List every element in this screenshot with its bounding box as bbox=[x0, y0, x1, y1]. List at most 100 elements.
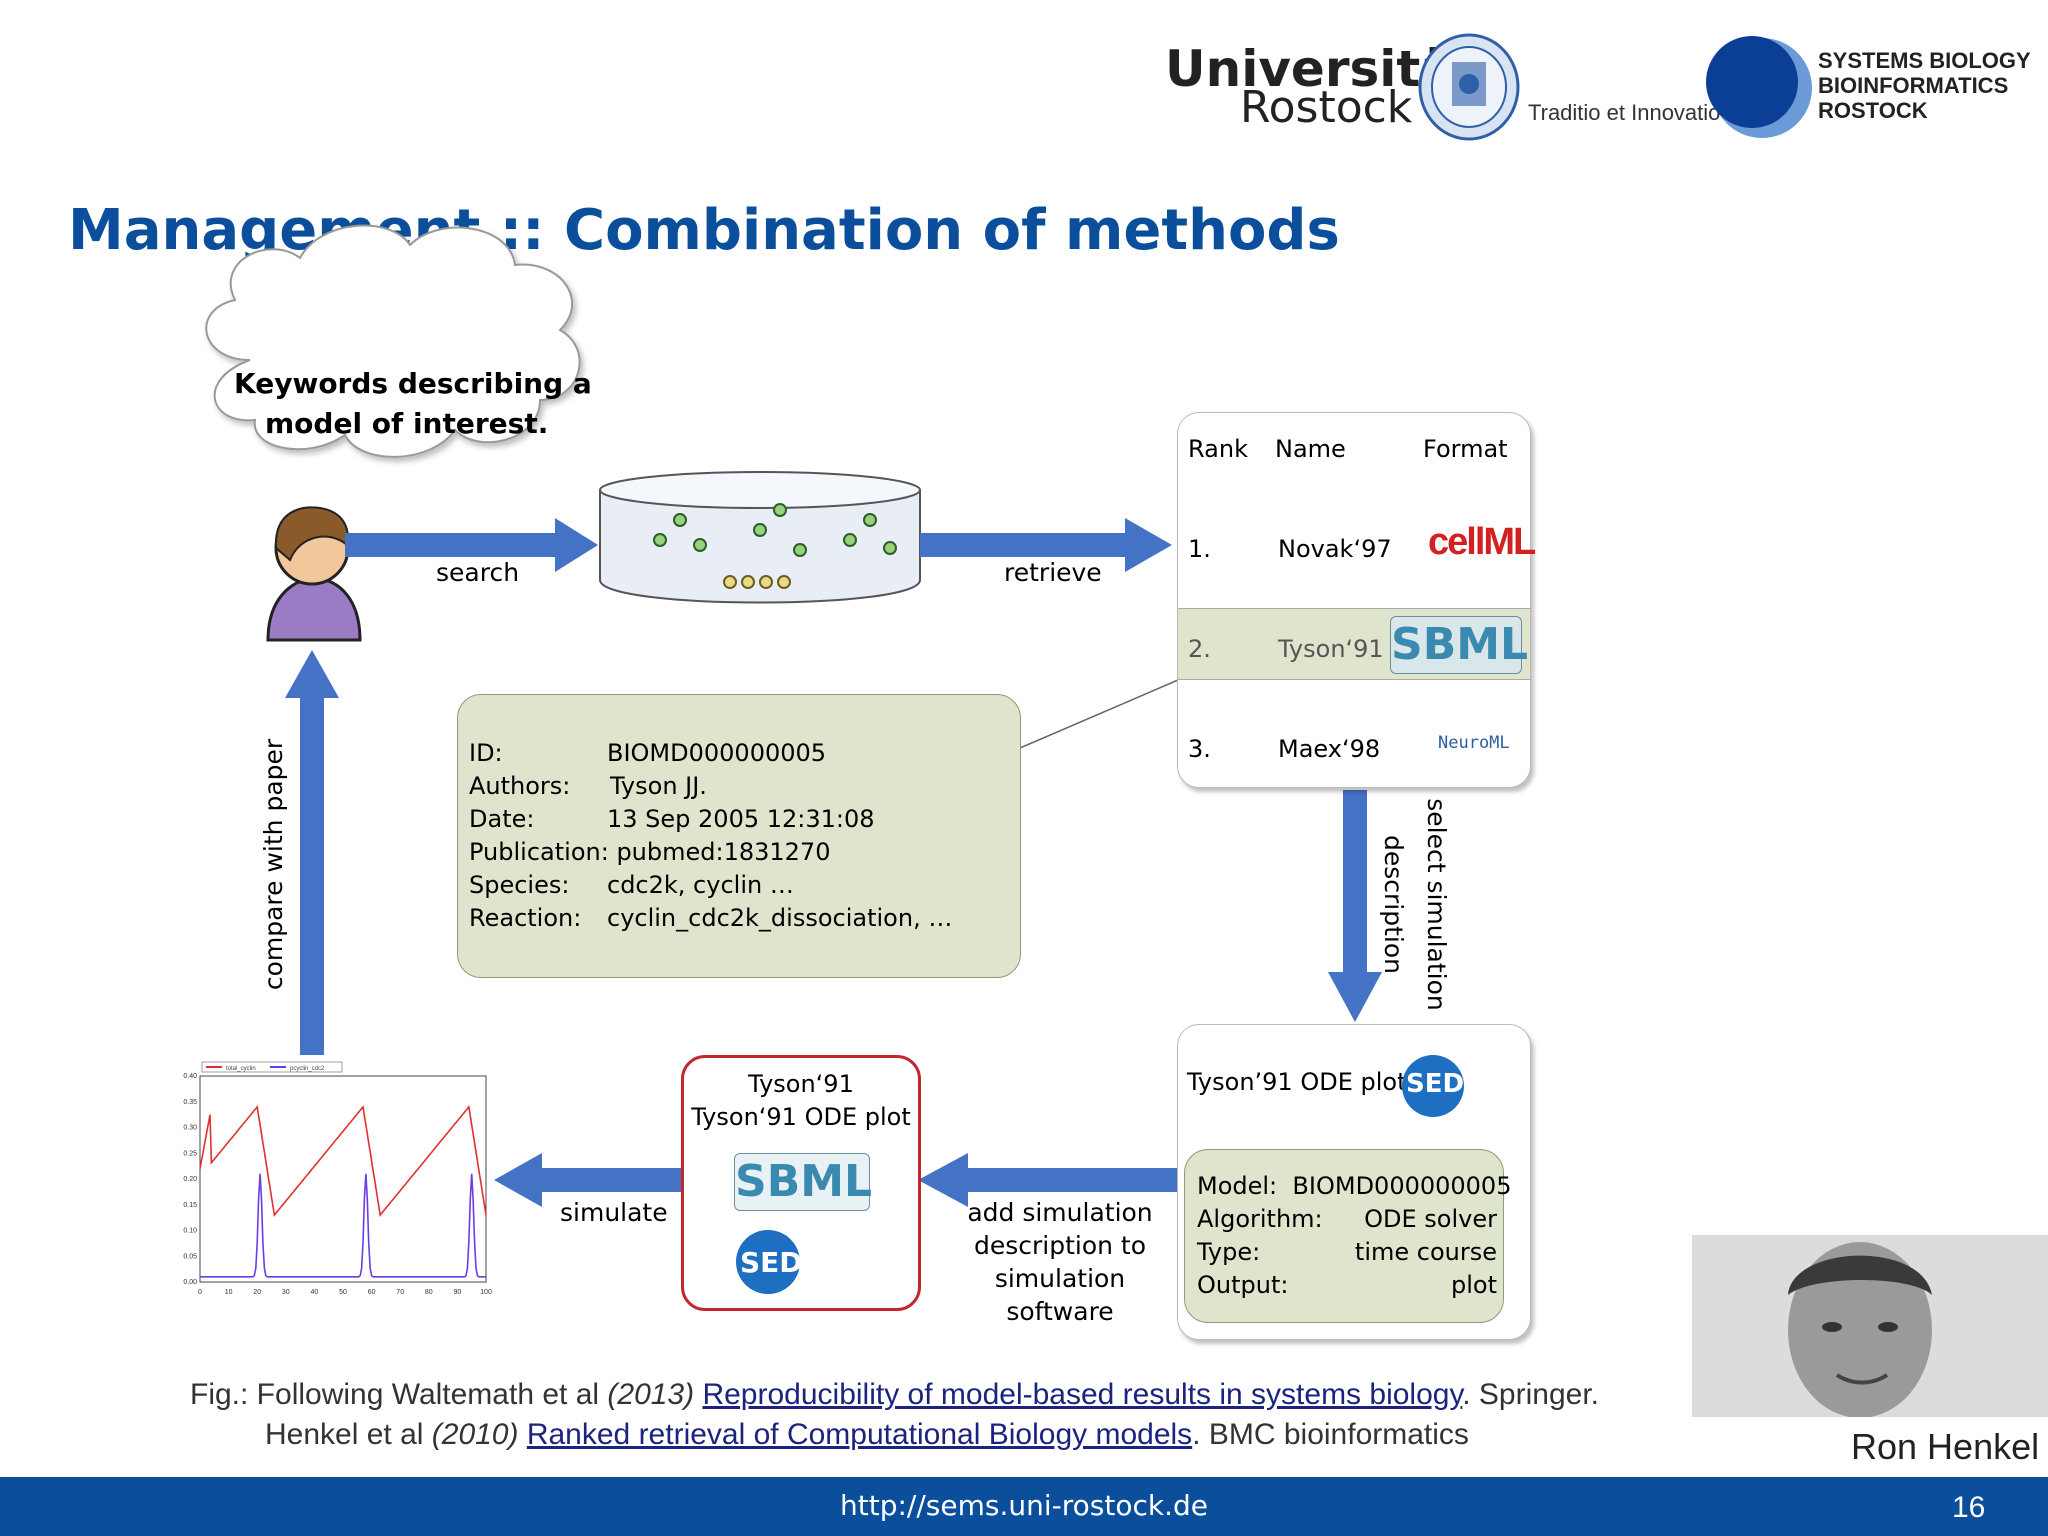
citation2-year: (2010) bbox=[431, 1418, 527, 1451]
presenter-photo bbox=[1692, 1235, 2048, 1417]
footer-bar: http://sems.uni-rostock.de 16 bbox=[0, 1477, 2048, 1536]
plot-frame bbox=[199, 1075, 487, 1283]
plot-x-tick-label: 70 bbox=[396, 1289, 404, 1296]
add-simulation-label: add simulation description to simulation… bbox=[940, 1196, 1180, 1328]
sbml-logo: SBML bbox=[1390, 616, 1528, 674]
sim-sbml-logo: SBML bbox=[734, 1153, 872, 1211]
add-simulation-arrow bbox=[918, 1153, 1178, 1207]
sim-sedml-text: SED ML bbox=[740, 1246, 858, 1279]
citation-line2: Henkel et al (2010) Ranked retrieval of … bbox=[265, 1418, 1469, 1452]
add-sim-line1: add simulation bbox=[967, 1198, 1153, 1227]
plot-series-total-cyclin bbox=[199, 1105, 487, 1218]
retrieve-arrow bbox=[920, 518, 1172, 572]
cellml-logo: cellML bbox=[1428, 521, 1536, 563]
model-metadata-box bbox=[457, 694, 1021, 978]
plot-y-tick-label: 0.00 bbox=[183, 1279, 197, 1286]
citation1-year: (2013) bbox=[607, 1378, 703, 1411]
footer-url[interactable]: http://sems.uni-rostock.de bbox=[840, 1489, 1208, 1522]
sedml-details-list: Model: BIOMD000000005 Algorithm:ODE solv… bbox=[1197, 1170, 1512, 1302]
search-arrow bbox=[345, 518, 598, 572]
sedml-row-type: Type:time course bbox=[1197, 1238, 1497, 1266]
plot-x-tick-label: 10 bbox=[225, 1289, 233, 1296]
plot-y-tick-label: 0.05 bbox=[183, 1253, 197, 1260]
sim-sedml-logo: SED ML bbox=[736, 1230, 876, 1296]
plot-x-tick-label: 80 bbox=[425, 1289, 433, 1296]
select-arrow bbox=[1328, 790, 1382, 1022]
group-name-line1: SYSTEMS BIOLOGY bbox=[1818, 48, 2031, 73]
sim-box-line1: Tyson‘91 bbox=[748, 1070, 854, 1098]
university-seal-icon bbox=[1418, 33, 1520, 141]
user-icon bbox=[266, 506, 362, 642]
simulation-description-box: Tyson’91 ODE plot SED ML Model: BIOMD000… bbox=[1177, 1024, 1531, 1340]
sedml-box-title: Tyson’91 ODE plot bbox=[1187, 1068, 1407, 1096]
university-motto: Traditio et Innovatio bbox=[1528, 100, 1721, 125]
ranking-rank-2: 2. bbox=[1188, 635, 1211, 663]
cloud-text-line1: Keywords describing a bbox=[234, 367, 592, 400]
ranking-rank-3: 3. bbox=[1188, 735, 1211, 763]
sedml-details-box bbox=[1184, 1149, 1504, 1323]
ranking-name-2: Tyson‘91 bbox=[1278, 635, 1384, 663]
sedml-row-algorithm: Algorithm:ODE solver bbox=[1197, 1205, 1497, 1233]
group-name-line2: BIOINFORMATICS bbox=[1818, 73, 2009, 98]
retrieve-label: retrieve bbox=[1004, 558, 1102, 587]
page-number: 16 bbox=[1952, 1491, 1986, 1524]
citation1-link[interactable]: Reproducibility of model-based results i… bbox=[702, 1378, 1463, 1411]
metadata-row: Reaction:cyclin_cdc2k_dissociation, … bbox=[469, 904, 953, 932]
sedml-row-output: Output:plot bbox=[1197, 1271, 1497, 1299]
plot-x-tick-label: 40 bbox=[311, 1289, 319, 1296]
cloud-text-line2: model of interest. bbox=[265, 407, 549, 440]
select-label-line1: select simulation bbox=[1421, 798, 1451, 1011]
ranking-header-name: Name bbox=[1275, 435, 1346, 463]
plot-y-tick-label: 0.20 bbox=[183, 1176, 197, 1183]
metadata-row: Species:cdc2k, cyclin … bbox=[469, 871, 794, 899]
citation2-prefix: Henkel et al bbox=[265, 1418, 432, 1451]
citation2-link[interactable]: Ranked retrieval of Computational Biolog… bbox=[526, 1418, 1193, 1451]
simulate-arrow bbox=[494, 1153, 682, 1207]
ranking-name-3: Maex‘98 bbox=[1278, 735, 1381, 763]
ranking-name-1: Novak‘97 bbox=[1278, 535, 1392, 563]
citation1-suffix: . Springer. bbox=[1462, 1378, 1599, 1411]
model-metadata-list: ID:BIOMD000000005 Authors:Tyson JJ. Date… bbox=[469, 737, 952, 935]
keyword-cloud-shape bbox=[205, 224, 581, 458]
metadata-row: Authors:Tyson JJ. bbox=[469, 772, 707, 800]
citation1-prefix: Fig.: Following Waltemath et al bbox=[190, 1378, 608, 1411]
select-label-line2: description bbox=[1379, 834, 1409, 975]
ranking-header-format: Format bbox=[1423, 435, 1508, 463]
plot-x-tick-label: 50 bbox=[339, 1289, 347, 1296]
search-label: search bbox=[436, 558, 520, 587]
plot-legend-label-1: total_cyclin bbox=[226, 1066, 256, 1072]
sedml-logo-circle bbox=[1402, 1055, 1464, 1117]
sbi-logo-icon bbox=[1706, 36, 1812, 138]
compare-label: compare with paper bbox=[259, 738, 289, 991]
compare-arrow bbox=[285, 650, 339, 1055]
add-sim-line2: description to bbox=[973, 1231, 1147, 1260]
sim-box-line2: Tyson‘91 ODE plot bbox=[691, 1103, 911, 1131]
detail-connector-line bbox=[1019, 679, 1179, 749]
citation-line1: Fig.: Following Waltemath et al (2013) R… bbox=[190, 1378, 1599, 1412]
neuroml-logo: NeuroML bbox=[1438, 733, 1510, 753]
plot-series-pcyclin-cdc2 bbox=[200, 1173, 486, 1278]
ranking-rank-1: 1. bbox=[1188, 535, 1211, 563]
sedml-logo-text: SED ML bbox=[1406, 1069, 1516, 1099]
plot-x-tick-label: 20 bbox=[253, 1289, 261, 1296]
plot-x-tick-label: 0 bbox=[198, 1289, 202, 1296]
simulate-label: simulate bbox=[560, 1198, 668, 1227]
presenter-name: Ron Henkel bbox=[1851, 1426, 2040, 1467]
group-name-line3: ROSTOCK bbox=[1818, 98, 1928, 123]
add-sim-line3: simulation software bbox=[994, 1264, 1126, 1326]
ranking-header-rank: Rank bbox=[1188, 435, 1248, 463]
plot-y-tick-label: 0.40 bbox=[183, 1073, 197, 1080]
plot-y-tick-label: 0.25 bbox=[183, 1150, 197, 1157]
ranking-table: Rank Name Format 1. Novak‘97 cellML 2. T… bbox=[1177, 412, 1536, 788]
metadata-row: ID:BIOMD000000005 bbox=[469, 739, 827, 767]
plot-x-tick-label: 60 bbox=[368, 1289, 376, 1296]
metadata-row: Date:13 Sep 2005 12:31:08 bbox=[469, 805, 875, 833]
metadata-row: Publication: pubmed:1831270 bbox=[469, 838, 831, 866]
plot-legend-label-2: pcyclin_cdc2 bbox=[290, 1066, 325, 1072]
plot-y-tick-label: 0.10 bbox=[183, 1228, 197, 1235]
diagram-canvas bbox=[205, 224, 1382, 1207]
sedml-row-model: Model: BIOMD000000005 bbox=[1197, 1172, 1512, 1200]
model-database-icon bbox=[599, 471, 921, 604]
